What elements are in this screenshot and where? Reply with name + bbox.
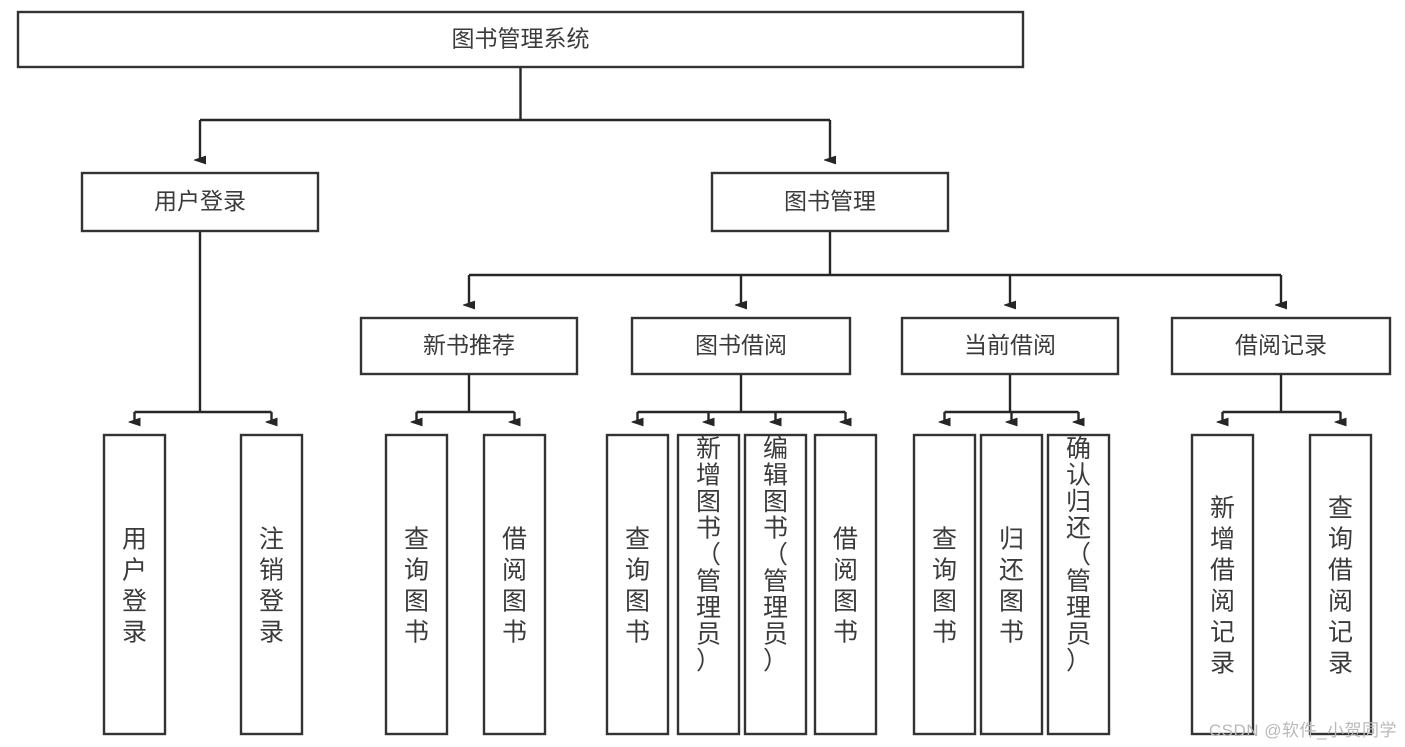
- node-box: [384, 433, 449, 736]
- node-label: 归还图书: [999, 525, 1024, 646]
- node-box: [102, 433, 167, 736]
- leaf-node-leaf-borrow-book-1[interactable]: 借阅图书: [482, 433, 547, 736]
- node-label: 用户登录: [154, 188, 246, 214]
- branch-node-book-manage[interactable]: 图书管理: [710, 171, 950, 233]
- leaf-node-leaf-query-record[interactable]: 查询借阅记录: [1308, 433, 1373, 736]
- node-box: [676, 433, 741, 736]
- node-layer: 图书管理系统用户登录图书管理新书推荐图书借阅当前借阅借阅记录用户登录注销登录查询…: [16, 10, 1392, 736]
- node-label: 注销登录: [259, 525, 284, 646]
- node-box: [813, 433, 878, 736]
- connector-layer: [135, 67, 1341, 422]
- leaf-node-leaf-query-book-1[interactable]: 查询图书: [384, 433, 449, 736]
- leaf-node-leaf-add-record[interactable]: 新增借阅记录: [1190, 433, 1255, 736]
- node-box: [743, 433, 808, 736]
- node-box: [912, 433, 977, 736]
- branch-node-borrow-record[interactable]: 借阅记录: [1170, 316, 1392, 376]
- branch-node-new-book-rec[interactable]: 新书推荐: [359, 316, 579, 376]
- node-label: 当前借阅: [964, 332, 1056, 358]
- leaf-node-leaf-query-book-2[interactable]: 查询图书: [605, 433, 670, 736]
- node-box: [1170, 316, 1392, 376]
- leaf-node-leaf-return-book[interactable]: 归还图书: [979, 433, 1044, 736]
- leaf-node-leaf-add-book[interactable]: 新增图书（管理员）: [676, 433, 741, 736]
- node-box: [1190, 433, 1255, 736]
- root-node-root[interactable]: 图书管理系统: [16, 10, 1025, 69]
- node-box: [1308, 433, 1373, 736]
- node-label: 新书推荐: [423, 332, 515, 358]
- branch-node-book-borrow[interactable]: 图书借阅: [630, 316, 852, 376]
- node-label: 图书管理: [784, 188, 876, 214]
- node-label: 编辑图书（管理员）: [763, 435, 788, 675]
- node-box: [16, 10, 1025, 69]
- node-box: [630, 316, 852, 376]
- node-box: [359, 316, 579, 376]
- node-box: [710, 171, 950, 233]
- csdn-watermark: CSDN @软件_小贺同学: [1208, 721, 1397, 740]
- node-label: 借阅图书: [833, 525, 858, 646]
- node-label: 查询图书: [404, 525, 429, 646]
- node-label: 用户登录: [122, 525, 147, 646]
- leaf-node-leaf-confirm-return[interactable]: 确认归还（管理员）: [1046, 433, 1111, 736]
- node-box: [900, 316, 1120, 376]
- branch-node-current-borrow[interactable]: 当前借阅: [900, 316, 1120, 376]
- node-label: 借阅图书: [502, 525, 527, 646]
- node-box: [239, 433, 304, 736]
- node-label: 新增图书（管理员）: [696, 435, 721, 675]
- node-box: [482, 433, 547, 736]
- node-label: 新增借阅记录: [1210, 494, 1235, 677]
- node-label: 确认归还（管理员）: [1066, 435, 1091, 675]
- node-box: [1046, 433, 1111, 736]
- node-label: 查询图书: [932, 525, 957, 646]
- branch-node-user-login[interactable]: 用户登录: [80, 171, 320, 233]
- node-label: 查询图书: [625, 525, 650, 646]
- leaf-node-leaf-query-book-3[interactable]: 查询图书: [912, 433, 977, 736]
- node-label: 图书借阅: [695, 332, 787, 358]
- node-label: 图书管理系统: [452, 26, 590, 52]
- node-label: 查询借阅记录: [1328, 494, 1353, 677]
- node-box: [605, 433, 670, 736]
- node-box: [80, 171, 320, 233]
- leaf-node-leaf-user-login[interactable]: 用户登录: [102, 433, 167, 736]
- node-label: 借阅记录: [1235, 332, 1327, 358]
- leaf-node-leaf-edit-book[interactable]: 编辑图书（管理员）: [743, 433, 808, 736]
- leaf-node-leaf-borrow-book-2[interactable]: 借阅图书: [813, 433, 878, 736]
- node-box: [979, 433, 1044, 736]
- leaf-node-leaf-logout[interactable]: 注销登录: [239, 433, 304, 736]
